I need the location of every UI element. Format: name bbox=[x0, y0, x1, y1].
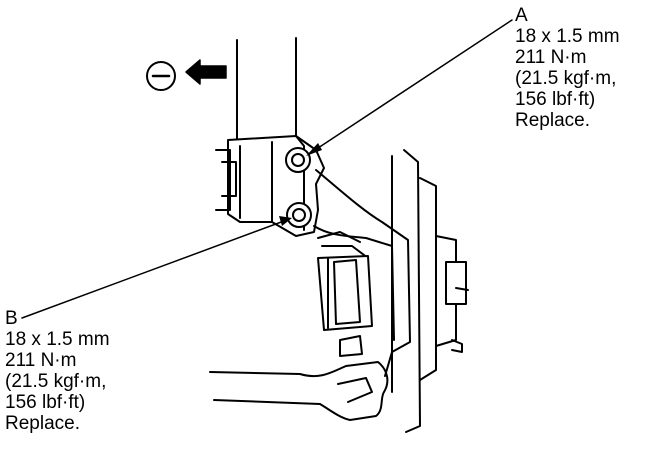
leader-line-b bbox=[21, 216, 292, 319]
ball-joint bbox=[317, 255, 373, 357]
bolt-a bbox=[285, 147, 311, 173]
callout-b-torque-kgf: (21.5 kgf·m, bbox=[5, 371, 107, 392]
callout-a-letter: A bbox=[515, 5, 528, 26]
callout-b-letter: B bbox=[5, 308, 18, 329]
bolt-b bbox=[286, 202, 312, 228]
callout-a-note: Replace. bbox=[515, 110, 590, 131]
callout-a-torque-kgf: (21.5 kgf·m, bbox=[515, 68, 617, 89]
wheel-hub bbox=[391, 149, 469, 433]
strut-tube bbox=[236, 37, 297, 141]
callout-a-torque-lbf: 156 lbf·ft) bbox=[515, 89, 596, 110]
callout-a-size: 18 x 1.5 mm bbox=[515, 26, 620, 47]
minus-direction-icon bbox=[146, 61, 176, 91]
callout-b-note: Replace. bbox=[5, 413, 80, 434]
lower-control-arm bbox=[209, 361, 389, 421]
arrow-left-icon bbox=[185, 59, 227, 85]
callout-b-torque-nm: 211 N·m bbox=[5, 350, 77, 371]
leader-line-a bbox=[306, 19, 513, 156]
callout-b-torque-lbf: 156 lbf·ft) bbox=[5, 392, 86, 413]
steering-knuckle bbox=[313, 169, 411, 377]
callout-a-torque-nm: 211 N·m bbox=[515, 47, 587, 68]
callout-b-size: 18 x 1.5 mm bbox=[5, 329, 110, 350]
callout-a: A 18 x 1.5 mm 211 N·m (21.5 kgf·m, 156 l… bbox=[515, 5, 620, 131]
callout-b: B 18 x 1.5 mm 211 N·m (21.5 kgf·m, 156 l… bbox=[5, 308, 110, 434]
